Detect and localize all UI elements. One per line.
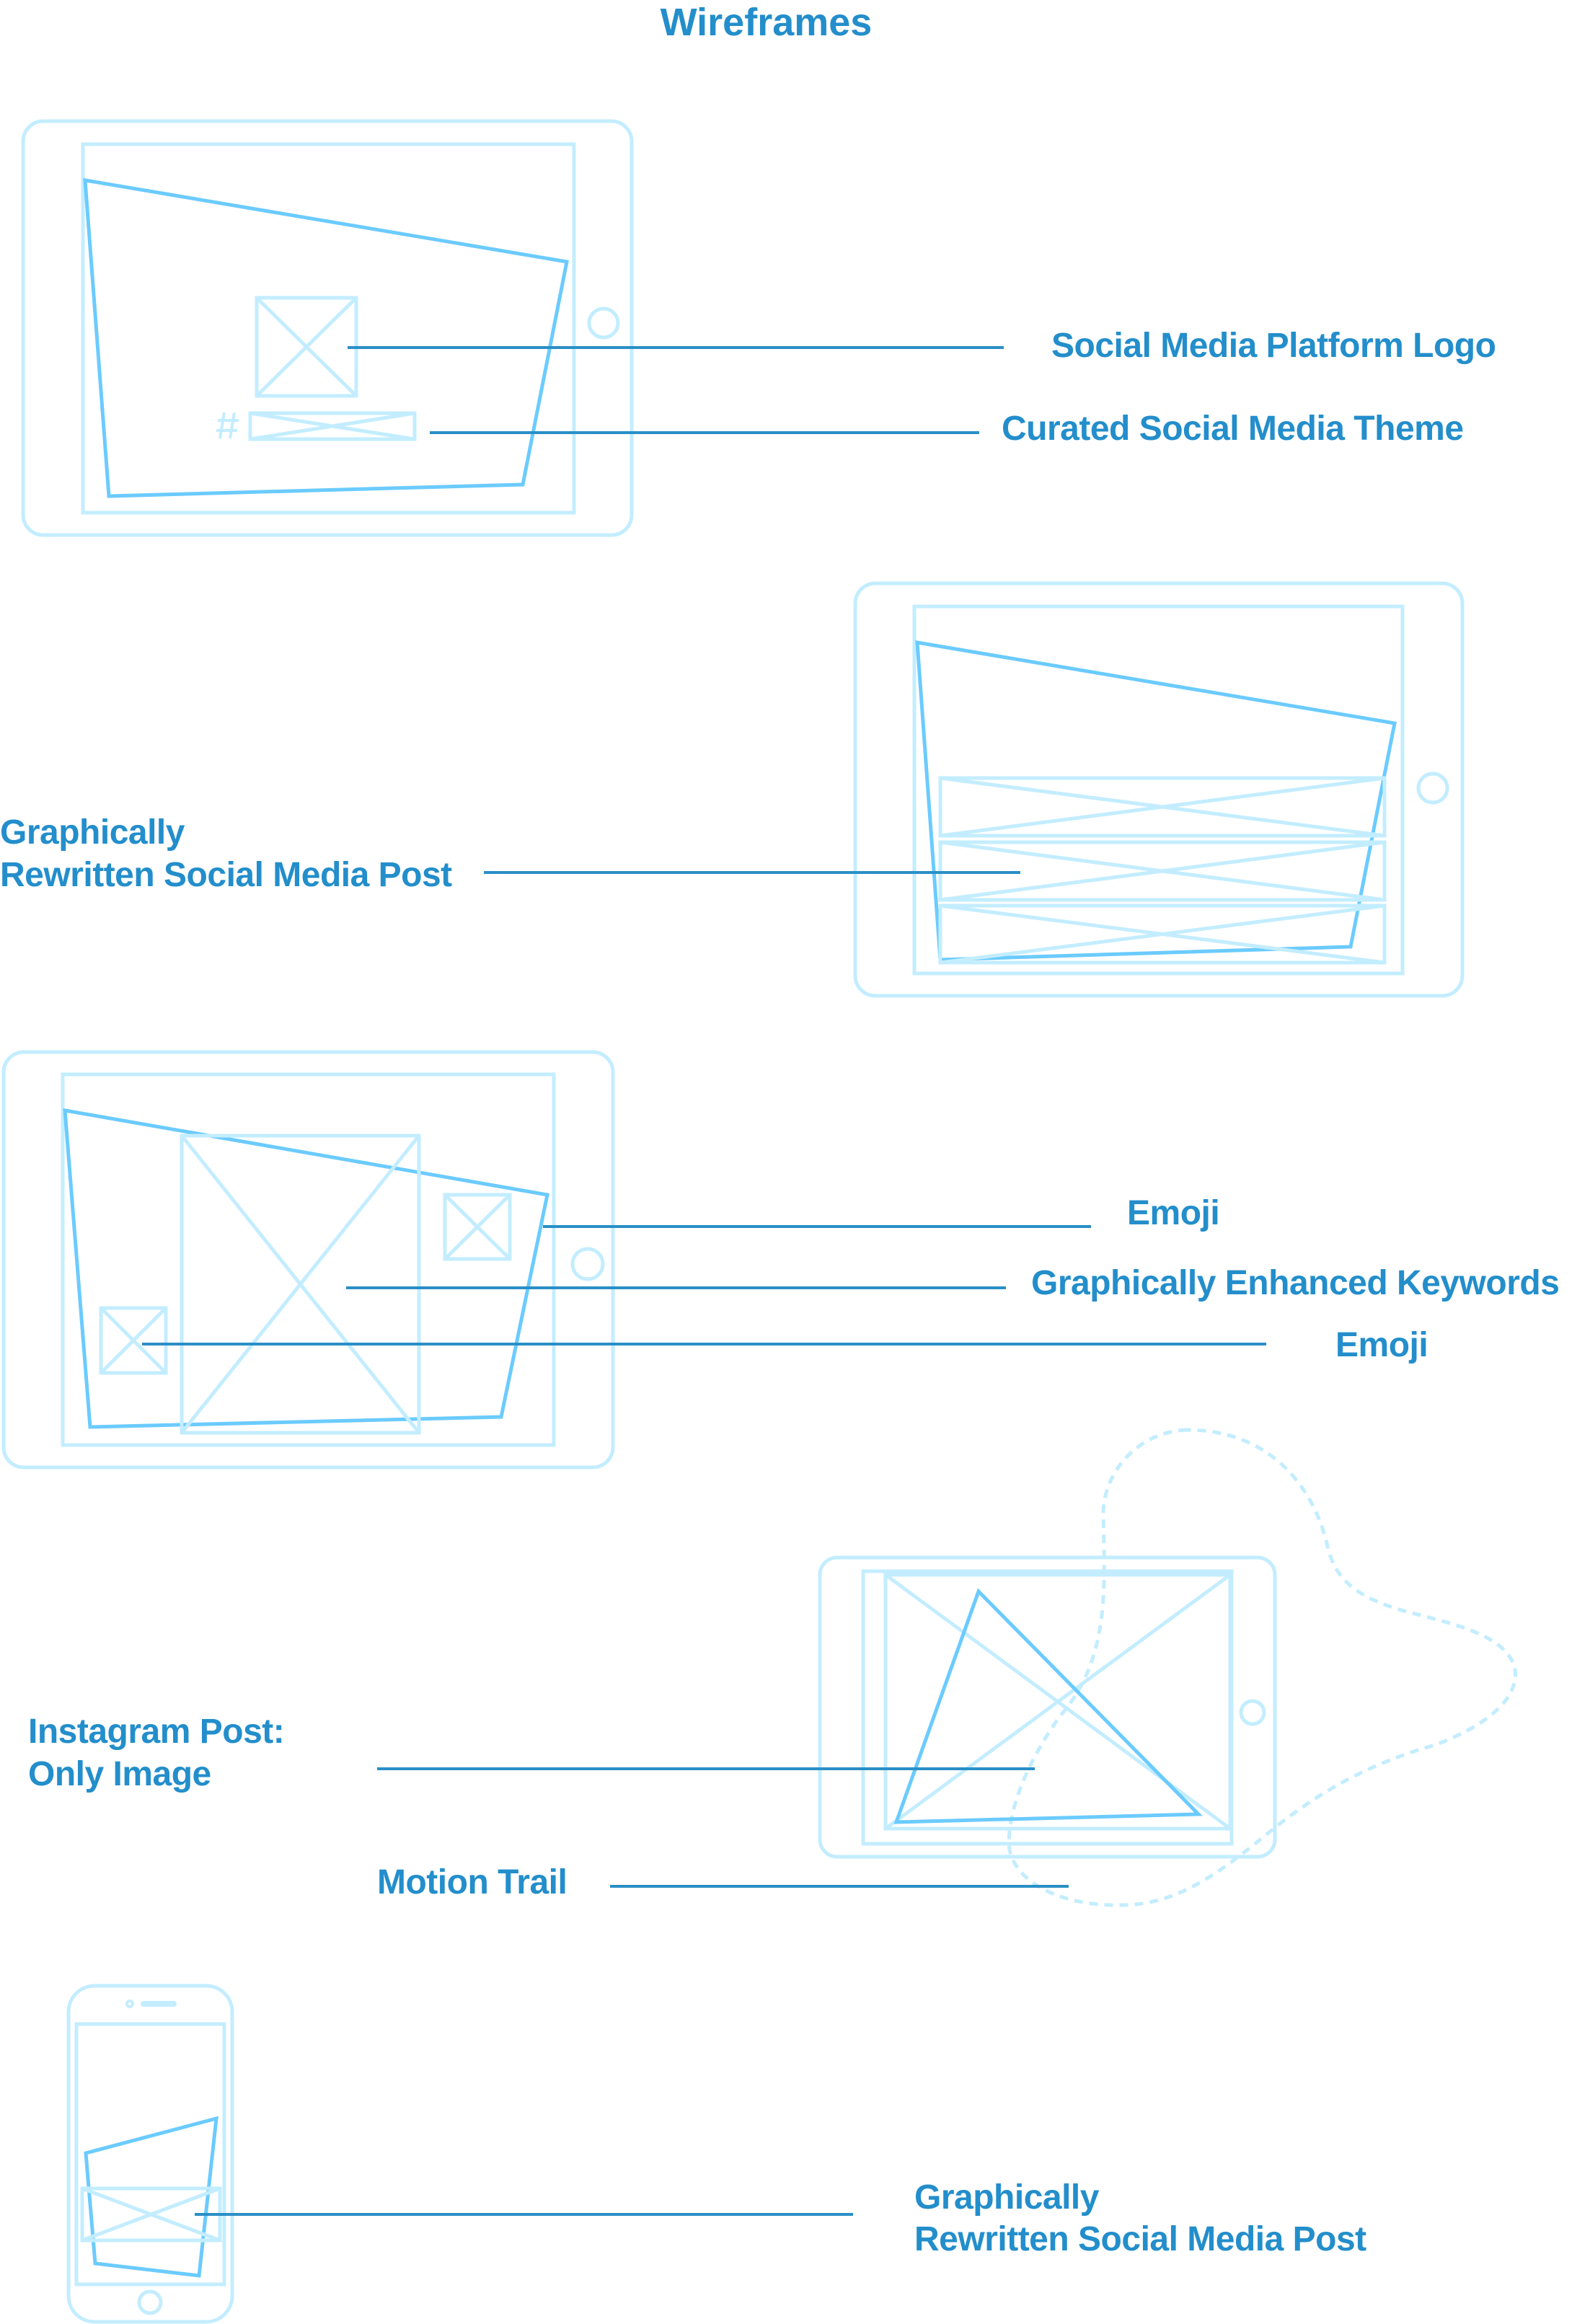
tablet-screen (912, 604, 1405, 976)
image-placeholder-icon (883, 1573, 1232, 1831)
emoji-placeholder-icon (443, 1193, 512, 1261)
home-button-icon (137, 2289, 163, 2315)
label-rewritten-post-line-2: Rewritten Social Media Post (0, 856, 452, 894)
tablet-wireframe-4 (377, 1428, 1517, 1907)
tablet-body (818, 1555, 1277, 1859)
label-curated-social-media-theme: Curated Social Media Theme (1002, 410, 1464, 448)
label-emoji-2: Emoji (1335, 1326, 1428, 1364)
tablet-body (1, 1050, 615, 1470)
home-button-icon (587, 306, 620, 340)
label-emoji-1: Emoji (1127, 1194, 1220, 1232)
label-phone-post-line-2: Rewritten Social Media Post (914, 2220, 1366, 2258)
label-motion-trail: Motion Trail (377, 1863, 567, 1901)
page-title: Wireframes (660, 1, 873, 44)
content-card-polygon (915, 640, 1397, 962)
keyword-image-placeholder-icon (180, 1134, 421, 1435)
theme-placeholder-icon (248, 411, 417, 441)
tablet-wireframe-1 (21, 119, 1004, 537)
tablet-wireframe-3 (1, 1050, 1266, 1470)
home-button-icon (1416, 772, 1449, 805)
text-bar-placeholder-icon (938, 776, 1387, 838)
platform-logo-placeholder-icon (255, 296, 358, 398)
phone-wireframe (66, 1984, 853, 2324)
label-phone-post-line-1: Graphically (914, 2178, 1099, 2217)
label-instagram-post-line-1: Instagram Post: (28, 1713, 285, 1751)
label-instagram-post-line-2: Only Image (28, 1755, 211, 1793)
content-card-polygon (83, 178, 569, 498)
content-card-polygon (84, 2116, 218, 2278)
phone-body (66, 1984, 234, 2324)
emoji-placeholder-icon (99, 1306, 168, 1375)
tablet-wireframe-2 (484, 581, 1465, 998)
label-rewritten-post-line-1: Graphically (0, 813, 185, 852)
tablet-screen (61, 1072, 556, 1447)
hashtag-icon (216, 412, 239, 439)
home-button-icon (1239, 1699, 1266, 1726)
label-graphically-enhanced-keywords: Graphically Enhanced Keywords (1031, 1264, 1560, 1302)
tablet-screen (81, 142, 576, 515)
text-bar-placeholder-icon (938, 903, 1387, 965)
image-card-polygon (893, 1588, 1203, 1824)
motion-trail-path (1007, 1428, 1517, 1907)
tablet-body (21, 119, 634, 537)
content-card-polygon (63, 1108, 549, 1429)
phone-screen (74, 2022, 226, 2287)
front-camera-icon (125, 2000, 134, 2008)
label-social-media-platform-logo: Social Media Platform Logo (1051, 327, 1496, 365)
tablet-body (853, 581, 1465, 998)
home-button-icon (570, 1247, 605, 1281)
